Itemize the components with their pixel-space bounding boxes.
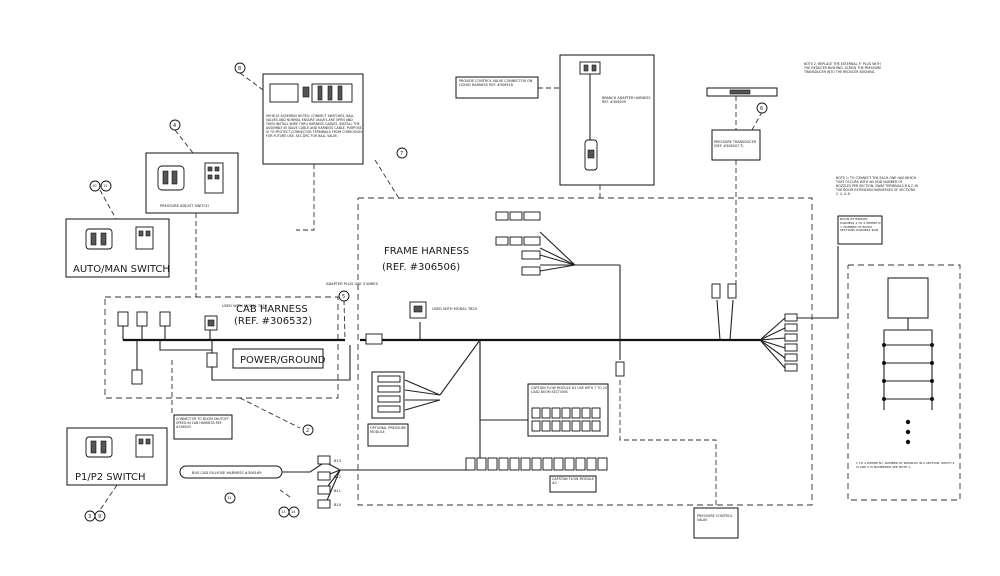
- cab-harness-region: CAB HARNESS (REF. #306532) POWER/GROUND …: [104, 296, 339, 399]
- capstan-flow-module-right-note: CAPSTAN FLOW MODULE #2 USE WITH 7 TO 24 …: [531, 386, 607, 394]
- p1p2-switch-label: P1/P2 SWITCH: [75, 472, 146, 483]
- cab-connectors: [117, 311, 383, 385]
- frame-upper-connectors: USED WITH MODEL 7820: [409, 211, 737, 377]
- callout-11: 11: [103, 184, 108, 188]
- note-1-text: NOTE 1: TO CONNECT THE EACH-ONE HAS-WHIC…: [836, 176, 918, 196]
- right-fan-connectors: [784, 246, 839, 372]
- provide-control-note: PROVIDE CONTROL VALVE CONNECTOR ON LIQUI…: [459, 79, 533, 88]
- vehicle-assembly-notes: VEHICLE ASSEMBLY NOTES: CONNECT SWITCHES…: [266, 114, 362, 138]
- wire-tag-3: B11: [334, 489, 341, 493]
- pressure-control-valve-note: PRESSURE CONTROL VALVE: [697, 514, 733, 523]
- note-1-container: NOTE 1: TO CONNECT THE EACH-ONE HAS-WHIC…: [836, 176, 918, 196]
- boom-note-bottom: 1 TO 4 WHERE N= NUMBER OF NOZZLES IN A S…: [856, 462, 955, 469]
- connector-to-boom-box: CONNECTOR TO BOOM SHUTOFF SPEED IN CAB H…: [171, 360, 233, 440]
- callout-14: 14: [291, 510, 296, 514]
- branch-adapter-note: BRANCH ADAPTER HARNESS REF. #306509: [602, 96, 651, 105]
- pressure-transducer-box: PRESSURE TRANSDUCER (REF. #306507-T): [706, 87, 778, 161]
- note-2-text: NOTE 2: REPLACE THE EXTERNAL 3" PLUG WIT…: [804, 62, 882, 74]
- optional-pressure-module-note: OPTIONAL PRESSURE MODULE: [370, 426, 407, 435]
- callout-3: 3: [88, 514, 91, 520]
- callout-9: 9: [98, 514, 101, 520]
- callout-6: 6: [760, 106, 763, 112]
- capstan-flow-module-left: CAPSTAN FLOW MODULE #1: [465, 457, 608, 493]
- auto-man-switch-box: AUTO/MAN SWITCH: [65, 218, 170, 278]
- wire-tag-1: B13: [334, 459, 341, 463]
- connector-to-boom-note: CONNECTOR TO BOOM SHUTOFF SPEED IN CAB H…: [176, 417, 229, 429]
- callout-13: 13: [281, 510, 286, 514]
- branch-adapter-box: BRANCH ADAPTER HARNESS REF. #306509: [559, 54, 655, 186]
- bus-harness-label: BUS CAD EX-HOSE HARNESS #306169: [192, 471, 262, 475]
- callout-12: 12: [227, 496, 232, 500]
- used-with-model-frame-note: USED WITH MODEL 7820: [432, 307, 478, 311]
- provide-control-note-box: PROVIDE CONTROL VALVE CONNECTOR ON LIQUI…: [455, 76, 539, 99]
- pressure-adjust-switch-label: PRESSURE ADJUST SWITCH: [160, 204, 209, 208]
- callout-10: 10: [92, 184, 97, 188]
- capstan-flow-module-right: CAPSTAN FLOW MODULE #2 USE WITH 7 TO 24 …: [527, 383, 609, 437]
- harness-trunk: [122, 231, 786, 506]
- capstan-flow-module-left-note: CAPSTAN FLOW MODULE #1: [552, 477, 595, 486]
- wire-tag-2: B12: [334, 475, 341, 479]
- adapter-plug-note: ADAPTER PLUG USE 3 WIRES: [326, 282, 379, 286]
- pressure-transducer-note: PRESSURE TRANSDUCER (REF. #306507-T): [714, 140, 757, 149]
- callout-bubbles: 8 6 7 4 10 11 5 2 3 9 12 13 14: [84, 62, 768, 522]
- power-ground-label: POWER/GROUND: [240, 355, 326, 366]
- callout-7: 7: [400, 151, 403, 157]
- frame-harness-region: FRAME HARNESS (REF. #306506): [357, 197, 813, 506]
- callout-2: 2: [306, 428, 309, 434]
- boom-nozzle-rows: [882, 343, 934, 445]
- leader-lines: [99, 72, 763, 511]
- used-with-model-cab-note: USED WITH MODEL 7820: [222, 304, 268, 308]
- callout-5: 5: [342, 294, 345, 300]
- boom-extension-region: BOOM EXTENSION HARNESS 1 TO 4 WHERE N = …: [837, 215, 961, 501]
- vehicle-notes-box: VEHICLE ASSEMBLY NOTES: CONNECT SWITCHES…: [262, 73, 364, 165]
- p1p2-switch-box: P1/P2 SWITCH: [66, 427, 168, 486]
- frame-harness-title: FRAME HARNESS: [384, 246, 469, 257]
- pressure-control-valve: PRESSURE CONTROL VALVE: [619, 380, 739, 539]
- bus-harness: BUS CAD EX-HOSE HARNESS #306169 B13 B12 …: [179, 455, 342, 509]
- callout-4: 4: [173, 123, 176, 129]
- optional-pressure-module: OPTIONAL PRESSURE MODULE: [367, 371, 409, 447]
- pressure-adjust-switch-box: PRESSURE ADJUST SWITCH: [145, 152, 239, 214]
- power-ground-box: [232, 348, 324, 369]
- frame-harness-ref: (REF. #306506): [382, 262, 460, 273]
- boom-extension-note: BOOM EXTENSION HARNESS 1 TO 4 WHERE N = …: [840, 218, 881, 233]
- cab-harness-ref: (REF. #306532): [234, 316, 312, 327]
- auto-man-switch-label: AUTO/MAN SWITCH: [73, 264, 170, 275]
- cab-harness-title: CAB HARNESS: [236, 304, 308, 315]
- note-2-container: NOTE 2: REPLACE THE EXTERNAL 3" PLUG WIT…: [804, 62, 882, 74]
- wire-tag-4: B10: [334, 503, 342, 507]
- callout-8: 8: [238, 66, 241, 72]
